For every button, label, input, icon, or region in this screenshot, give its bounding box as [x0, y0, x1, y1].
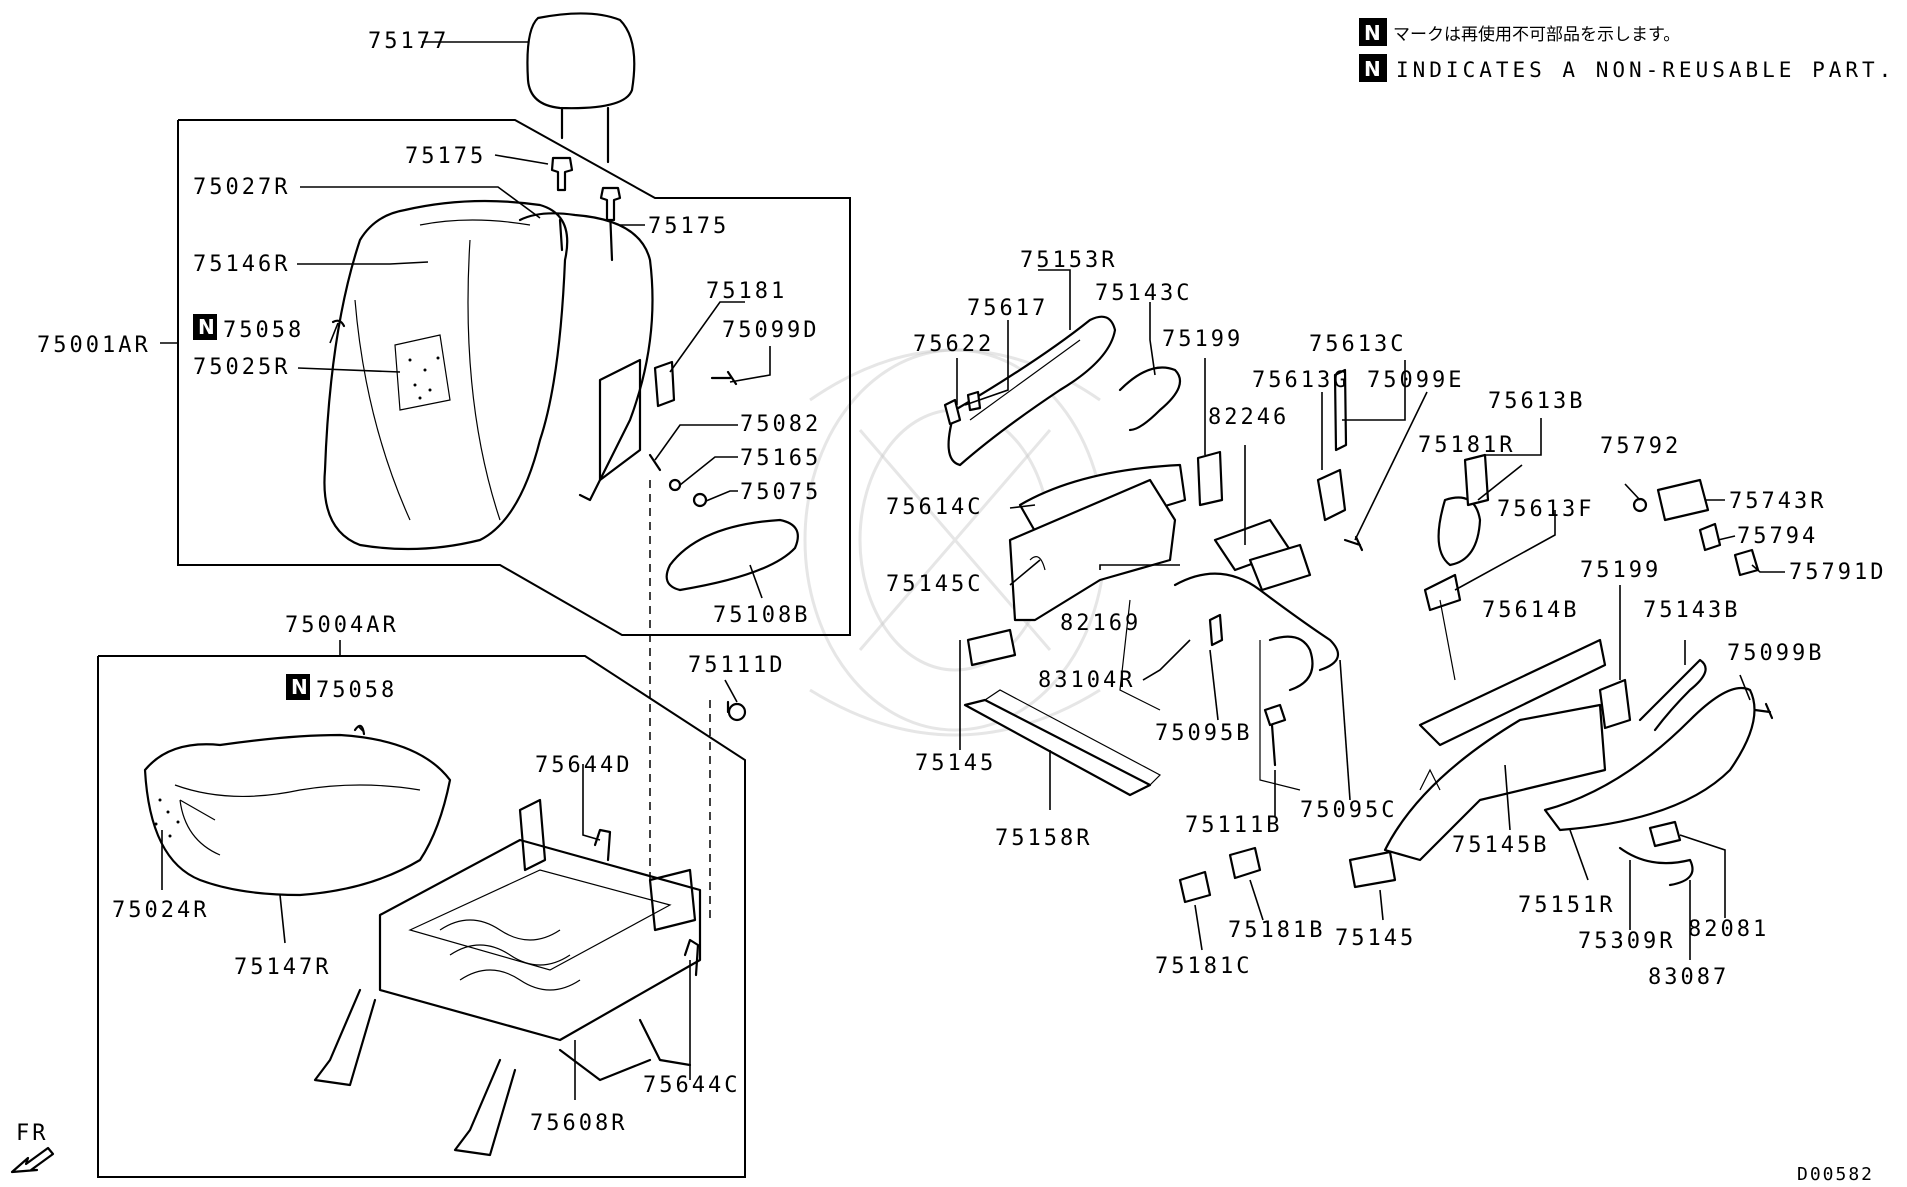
seatback-group	[160, 119, 851, 636]
leader-lines	[161, 41, 1785, 1100]
seat-cushion-group	[97, 640, 746, 1178]
label-75199: 75199	[1162, 327, 1243, 352]
n-badge-icon	[1359, 54, 1387, 82]
label-75004AR: 75004AR	[285, 613, 399, 638]
label-75099B: 75099B	[1727, 641, 1824, 666]
note-japanese: マークは再使用不可部品を示します。	[1393, 24, 1680, 45]
callout-labels: 75177 75175 75027R 75175 75146R 75181 N …	[37, 29, 1886, 1136]
label-75613B: 75613B	[1488, 389, 1585, 414]
label-75153R: 75153R	[1020, 248, 1117, 273]
label-75099D: 75099D	[722, 318, 819, 343]
label-75145: 75145	[915, 751, 996, 776]
label-75111B: 75111B	[1185, 813, 1282, 838]
label-75147R: 75147R	[234, 955, 331, 980]
label-75146R: 75146R	[193, 252, 290, 277]
front-arrow-icon	[10, 1146, 55, 1174]
svg-text:N: N	[198, 315, 215, 339]
label-75143C: 75143C	[1095, 281, 1192, 306]
label-75622: 75622	[913, 332, 994, 357]
label-75181C: 75181C	[1155, 954, 1252, 979]
label-75608R: 75608R	[530, 1111, 627, 1136]
seatback-dots	[408, 356, 440, 400]
seat-cushion	[143, 733, 452, 897]
label-75025R: 75025R	[193, 355, 290, 380]
cushion-dots	[154, 798, 180, 838]
front-label: FR	[16, 1121, 49, 1146]
label-82081: 82081	[1688, 917, 1769, 942]
svg-text:N: N	[291, 675, 308, 699]
label-75058: 75058	[316, 678, 397, 703]
label-75743R: 75743R	[1729, 489, 1826, 514]
label-75111D: 75111D	[688, 653, 785, 678]
label-75791D: 75791D	[1789, 560, 1886, 585]
label-75309R: 75309R	[1578, 929, 1675, 954]
n-badge-icon	[286, 674, 310, 700]
headrest	[526, 12, 636, 164]
label-75613C: 75613C	[1309, 332, 1406, 357]
label-83104R: 83104R	[1038, 668, 1135, 693]
label-75613G: 75613G	[1252, 368, 1349, 393]
seatback-frame	[323, 156, 799, 592]
label-75165: 75165	[740, 446, 821, 471]
label-75175: 75175	[648, 214, 729, 239]
label-75614C: 75614C	[886, 495, 983, 520]
svg-text:N: N	[1364, 21, 1381, 45]
svg-text:N: N	[1364, 57, 1381, 81]
seat-adjuster-frame	[313, 319, 747, 1157]
label-75095C: 75095C	[1300, 798, 1397, 823]
label-75095B: 75095B	[1155, 721, 1252, 746]
label-75177: 75177	[368, 29, 449, 54]
label-75151R: 75151R	[1518, 893, 1615, 918]
label-75145B: 75145B	[1452, 833, 1549, 858]
label-75644D: 75644D	[535, 753, 632, 778]
label-75792: 75792	[1600, 434, 1681, 459]
label-75617: 75617	[967, 296, 1048, 321]
side-shield-parts	[943, 315, 1774, 904]
label-75082: 75082	[740, 412, 821, 437]
label-83087: 83087	[1648, 965, 1729, 990]
label-75181: 75181	[706, 279, 787, 304]
label-75644C: 75644C	[643, 1073, 740, 1098]
label-75143B: 75143B	[1643, 598, 1740, 623]
label-75027R: 75027R	[193, 175, 290, 200]
drawing-code: D00582	[1797, 1164, 1874, 1185]
label-75199: 75199	[1580, 558, 1661, 583]
label-75001AR: 75001AR	[37, 333, 151, 358]
label-75175: 75175	[405, 144, 486, 169]
label-75075: 75075	[740, 480, 821, 505]
label-75614B: 75614B	[1482, 598, 1579, 623]
label-82169: 82169	[1060, 611, 1141, 636]
label-75099E: 75099E	[1367, 368, 1464, 393]
note-english: INDICATES A NON-REUSABLE PART.	[1396, 58, 1895, 82]
label-75181B: 75181B	[1228, 918, 1325, 943]
label-82246: 82246	[1208, 405, 1289, 430]
label-75181R: 75181R	[1418, 433, 1515, 458]
label-75145: 75145	[1335, 926, 1416, 951]
label-75158R: 75158R	[995, 826, 1092, 851]
label-75613F: 75613F	[1497, 497, 1594, 522]
n-badge-icon	[1359, 18, 1387, 46]
label-75108B: 75108B	[713, 603, 810, 628]
label-75058: 75058	[223, 318, 304, 343]
label-75145C: 75145C	[886, 572, 983, 597]
label-75024R: 75024R	[112, 898, 209, 923]
label-75794: 75794	[1737, 524, 1818, 549]
n-badge-icon	[193, 314, 217, 340]
non-reusable-note: N マークは再使用不可部品を示します。 N INDICATES A NON-RE…	[1359, 18, 1895, 82]
orientation-indicator: FR	[10, 1121, 55, 1174]
